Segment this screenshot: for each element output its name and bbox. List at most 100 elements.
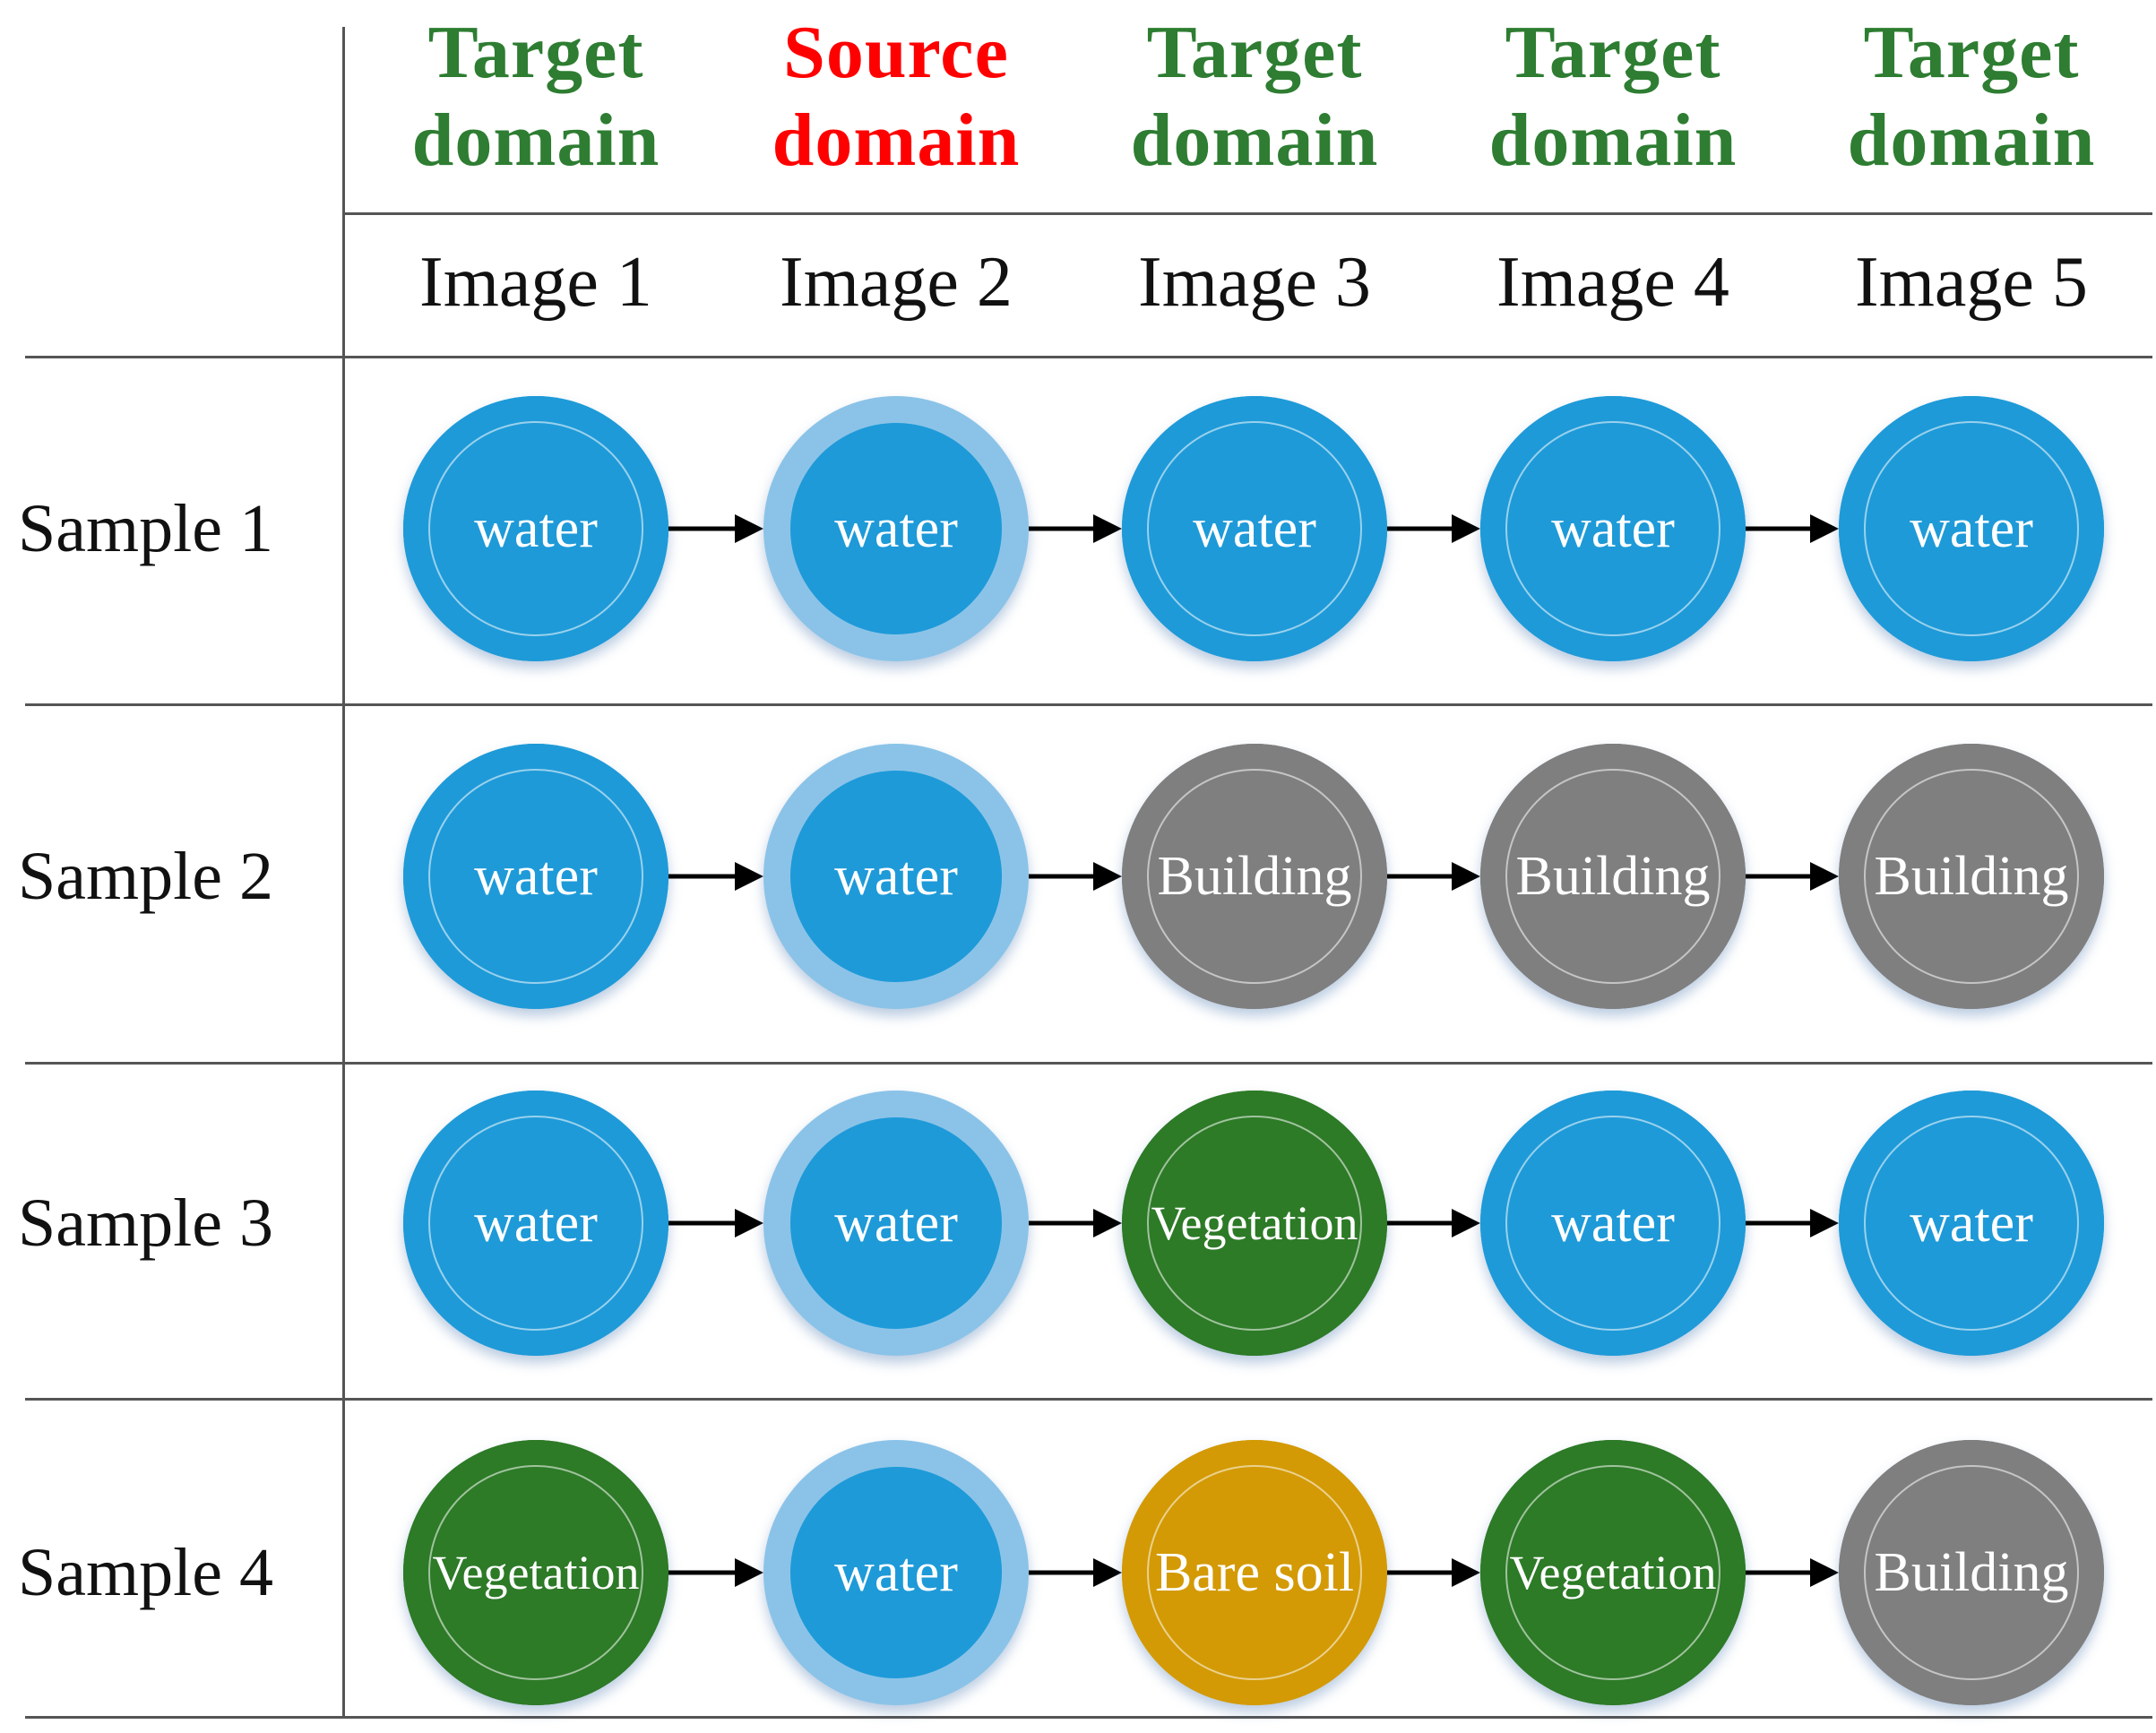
class-node-inner-ring xyxy=(1147,1116,1362,1331)
class-node-inner-ring xyxy=(1147,421,1362,636)
class-node-label: water xyxy=(474,1192,598,1254)
class-node-water: water xyxy=(403,396,668,661)
domain-heading-line1: Target xyxy=(427,11,644,94)
class-node-water: water xyxy=(763,1440,1029,1705)
class-node-inner-ring xyxy=(1864,1465,2079,1680)
sample-label-4: Sample 4 xyxy=(18,1535,273,1610)
class-node-label: water xyxy=(1551,1192,1675,1254)
class-node-inner-ring xyxy=(1864,1116,2079,1331)
image-column-label-4: Image 4 xyxy=(1496,243,1729,322)
class-node-inner-ring xyxy=(1864,769,2079,984)
class-node-label: water xyxy=(474,497,598,559)
right-arrow-icon xyxy=(1029,514,1122,543)
header-column-divider xyxy=(342,27,345,1719)
sample-label-1: Sample 1 xyxy=(18,491,273,566)
class-node-fill xyxy=(790,423,1002,634)
class-node-inner-ring xyxy=(428,421,643,636)
domain-heading-line1: Target xyxy=(1505,11,1721,94)
image-column-label-1: Image 1 xyxy=(419,243,652,322)
right-arrow-icon xyxy=(1387,1209,1480,1237)
class-node-building: Building xyxy=(1480,744,1746,1009)
domain-heading-line1: Target xyxy=(1146,11,1363,94)
class-node-water: water xyxy=(763,396,1029,661)
right-arrow-icon xyxy=(1387,1558,1480,1587)
class-node-fill xyxy=(790,771,1002,982)
sample-label-2: Sample 2 xyxy=(18,839,273,914)
class-node-inner-ring xyxy=(1505,1116,1720,1331)
class-node-label: water xyxy=(834,1192,958,1254)
right-arrow-icon xyxy=(668,514,763,543)
class-node-fill xyxy=(790,1467,1002,1678)
class-node-inner-ring xyxy=(428,1116,643,1331)
class-node-label: water xyxy=(1551,497,1675,559)
row-divider-3 xyxy=(25,1398,2152,1401)
class-node-inner-ring xyxy=(1864,421,2079,636)
domain-heading-line2: domain xyxy=(1488,99,1738,182)
class-node-water: water xyxy=(403,744,668,1009)
class-node-inner-ring xyxy=(1147,1465,1362,1680)
class-node-fill xyxy=(790,1117,1002,1329)
class-node-label: water xyxy=(834,845,958,907)
class-node-water: water xyxy=(1122,396,1387,661)
class-node-inner-ring xyxy=(1147,769,1362,984)
right-arrow-icon xyxy=(1746,862,1839,891)
class-node-label: water xyxy=(1910,1192,2033,1254)
class-node-vegetation: Vegetation xyxy=(1122,1091,1387,1356)
class-node-label: Bare soil xyxy=(1154,1541,1355,1603)
class-node-label: water xyxy=(1910,497,2033,559)
class-node-vegetation: Vegetation xyxy=(403,1440,668,1705)
right-arrow-icon xyxy=(1387,514,1480,543)
right-arrow-icon xyxy=(668,862,763,891)
class-node-vegetation: Vegetation xyxy=(1480,1440,1746,1705)
header-bottom-border xyxy=(25,356,2152,358)
class-node-label: water xyxy=(834,497,958,559)
class-node-water: water xyxy=(1480,1091,1746,1356)
row-divider-1 xyxy=(25,703,2152,706)
class-node-inner-ring xyxy=(1505,1465,1720,1680)
sample-label-3: Sample 3 xyxy=(18,1186,273,1261)
header-domain-divider xyxy=(342,212,2152,215)
right-arrow-icon xyxy=(668,1209,763,1237)
class-node-water: water xyxy=(403,1091,668,1356)
class-node-building: Building xyxy=(1839,744,2104,1009)
class-node-label: Vegetation xyxy=(1509,1546,1717,1599)
class-node-water: water xyxy=(763,1091,1029,1356)
class-node-water: water xyxy=(1480,396,1746,661)
right-arrow-icon xyxy=(1387,862,1480,891)
class-node-bare-soil: Bare soil xyxy=(1122,1440,1387,1705)
right-arrow-icon xyxy=(1029,1558,1122,1587)
class-node-water: water xyxy=(1839,1091,2104,1356)
class-node-label: Vegetation xyxy=(1151,1196,1358,1250)
class-node-label: water xyxy=(1193,497,1316,559)
class-node-inner-ring xyxy=(428,769,643,984)
domain-heading-line2: domain xyxy=(1847,99,2096,182)
class-node-label: Building xyxy=(1874,845,2069,907)
class-node-label: Building xyxy=(1515,845,1711,907)
image-column-label-2: Image 2 xyxy=(780,243,1013,322)
class-node-label: water xyxy=(474,845,598,907)
class-node-inner-ring xyxy=(1505,421,1720,636)
class-node-label: water xyxy=(834,1541,958,1603)
class-node-water: water xyxy=(763,744,1029,1009)
class-node-water: water xyxy=(1839,396,2104,661)
class-node-label: Building xyxy=(1874,1541,2069,1603)
class-node-building: Building xyxy=(1122,744,1387,1009)
right-arrow-icon xyxy=(1029,862,1122,891)
class-node-label: Building xyxy=(1157,845,1352,907)
class-node-inner-ring xyxy=(428,1465,643,1680)
class-node-building: Building xyxy=(1839,1440,2104,1705)
image-column-label-3: Image 3 xyxy=(1138,243,1371,322)
class-node-label: Vegetation xyxy=(432,1546,640,1599)
domain-heading-line2: domain xyxy=(411,99,660,182)
right-arrow-icon xyxy=(1746,1209,1839,1237)
domain-heading-line2: domain xyxy=(772,99,1021,182)
right-arrow-icon xyxy=(1746,514,1839,543)
row-divider-2 xyxy=(25,1062,2152,1065)
domain-heading-line1: Target xyxy=(1863,11,2080,94)
